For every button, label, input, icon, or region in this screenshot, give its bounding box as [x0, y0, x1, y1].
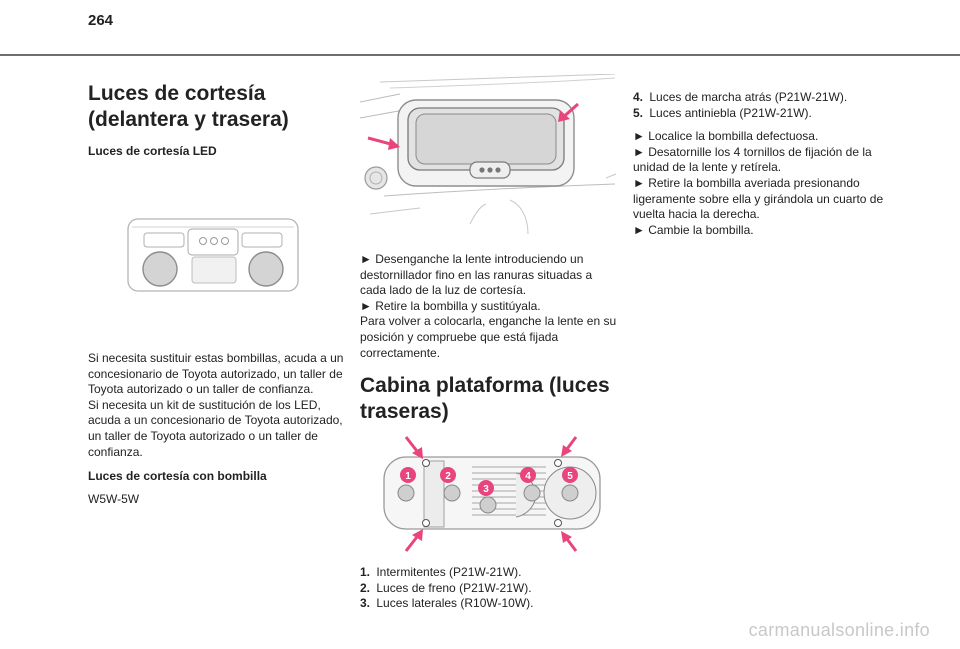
header-rule [0, 54, 960, 56]
list-item: 4. Luces de marcha atrás (P21W-21W). [633, 90, 848, 104]
list-item: 5. Luces antiniebla (P21W-21W). [633, 105, 812, 120]
svg-text:2: 2 [445, 471, 451, 482]
step-change-bulb: ► Cambie la bombilla. [633, 222, 754, 237]
rear-lamp-cluster-illustration: 1 2 3 4 5 [360, 433, 618, 557]
led-courtesy-light-illustration [126, 217, 346, 295]
subtitle-led: Luces de cortesía LED [88, 144, 217, 158]
paragraph-refit: Para volver a colocarla, enganche la len… [360, 314, 617, 360]
step-replace-bulb: ► Retire la bombilla y sustitúyala. [360, 298, 541, 313]
footer-watermark: carmanualsonline.info [748, 620, 930, 640]
bulb-list-1-3: 1. Intermitentes (P21W-21W). 2. Luces de… [360, 565, 618, 612]
step-remove-bulb: ► Retire la bombilla averiada presionand… [633, 175, 884, 222]
svg-text:3: 3 [483, 484, 489, 495]
paragraph-led-kit: Si necesita un kit de sustitución de los… [88, 397, 343, 459]
step-unscrew: ► Desatornille los 4 tornillos de fijaci… [633, 144, 872, 175]
callout-2: 2 [440, 467, 456, 484]
bulb-list-4-5: 4. Luces de marcha atrás (P21W-21W). 5. … [633, 90, 891, 121]
subtitle-bulb: Luces de cortesía con bombilla [88, 469, 267, 484]
bulb-type: W5W-5W [88, 492, 140, 507]
callout-1: 1 [400, 467, 416, 484]
step-unclip-lens: ► Desenganche la lente introduciendo un … [360, 252, 593, 298]
column-2: ► Desenganche la lente introduciendo un … [360, 74, 618, 612]
section-title-platform-cab: Cabina plataforma (luces traseras) [360, 374, 610, 424]
svg-text:1: 1 [405, 471, 411, 482]
paragraph-replace-bulbs: Si necesita sustituir estas bombillas, a… [88, 351, 344, 397]
column-3: 4. Luces de marcha atrás (P21W-21W). 5. … [633, 90, 891, 238]
page-number: 264 [88, 12, 114, 29]
column-1: Luces de cortesía (delantera y trasera) … [88, 78, 346, 508]
step-locate-bulb: ► Localice la bombilla defectuosa. [633, 129, 819, 144]
callout-3: 3 [478, 480, 494, 497]
callout-5: 5 [562, 467, 578, 484]
list-item: 3. Luces laterales (R10W-10W). [360, 596, 534, 611]
list-item: 1. Intermitentes (P21W-21W). [360, 565, 522, 580]
svg-text:5: 5 [567, 471, 573, 482]
callout-4: 4 [520, 467, 536, 484]
list-item: 2. Luces de freno (P21W-21W). [360, 580, 532, 595]
svg-text:4: 4 [525, 471, 531, 482]
lens-removal-illustration [360, 74, 618, 234]
section-title-courtesy-lights: Luces de cortesía (delantera y trasera) [88, 82, 289, 131]
